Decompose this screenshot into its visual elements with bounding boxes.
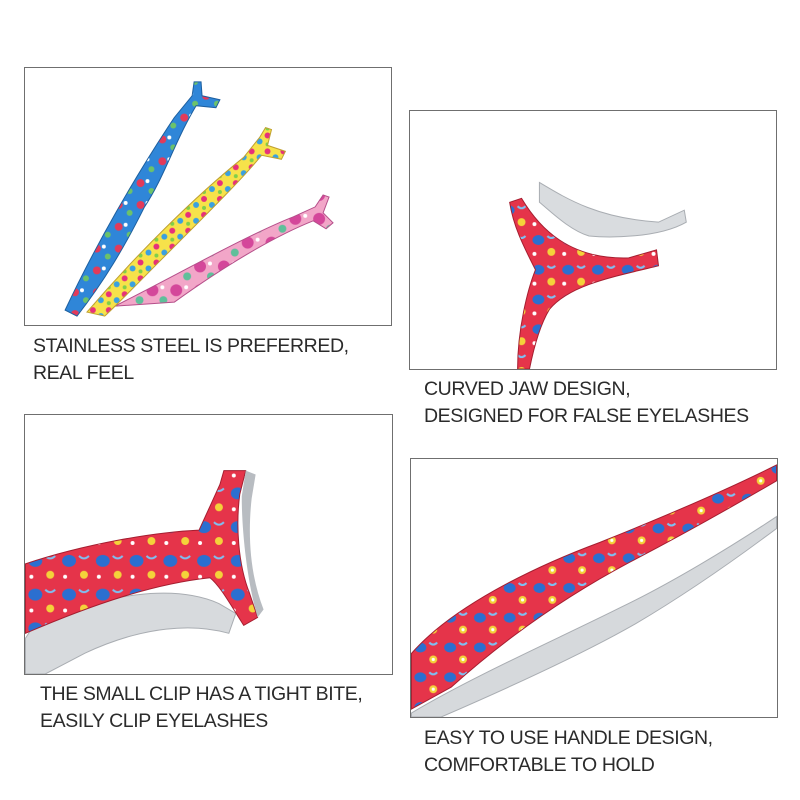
caption-line: REAL FEEL [33, 362, 134, 384]
photo-panel-three-tweezers [24, 67, 392, 326]
small-clip-image [25, 470, 264, 674]
caption-line: STAINLESS STEEL IS PREFERRED, [33, 335, 349, 357]
photo-panel-curved-jaw [409, 110, 777, 370]
caption-line: EASY TO USE HANDLE DESIGN, [424, 727, 713, 749]
caption-line: COMFORTABLE TO HOLD [424, 754, 655, 776]
caption-line: EASILY CLIP EYELASHES [40, 710, 268, 732]
caption-curved-jaw: CURVED JAW DESIGN, DESIGNED FOR FALSE EY… [424, 376, 749, 430]
caption-stainless-steel: STAINLESS STEEL IS PREFERRED, REAL FEEL [33, 333, 349, 387]
caption-line: DESIGNED FOR FALSE EYELASHES [424, 405, 749, 427]
photo-panel-handle [410, 458, 778, 718]
caption-line: CURVED JAW DESIGN, [424, 378, 631, 400]
caption-line: THE SMALL CLIP HAS A TIGHT BITE, [40, 683, 363, 705]
three-tweezers-image [64, 81, 334, 317]
photo-panel-small-clip [24, 414, 393, 675]
handle-image [411, 464, 777, 717]
caption-small-clip: THE SMALL CLIP HAS A TIGHT BITE, EASILY … [40, 681, 363, 735]
caption-handle: EASY TO USE HANDLE DESIGN, COMFORTABLE T… [424, 725, 713, 779]
curved-jaw-image [509, 181, 687, 369]
